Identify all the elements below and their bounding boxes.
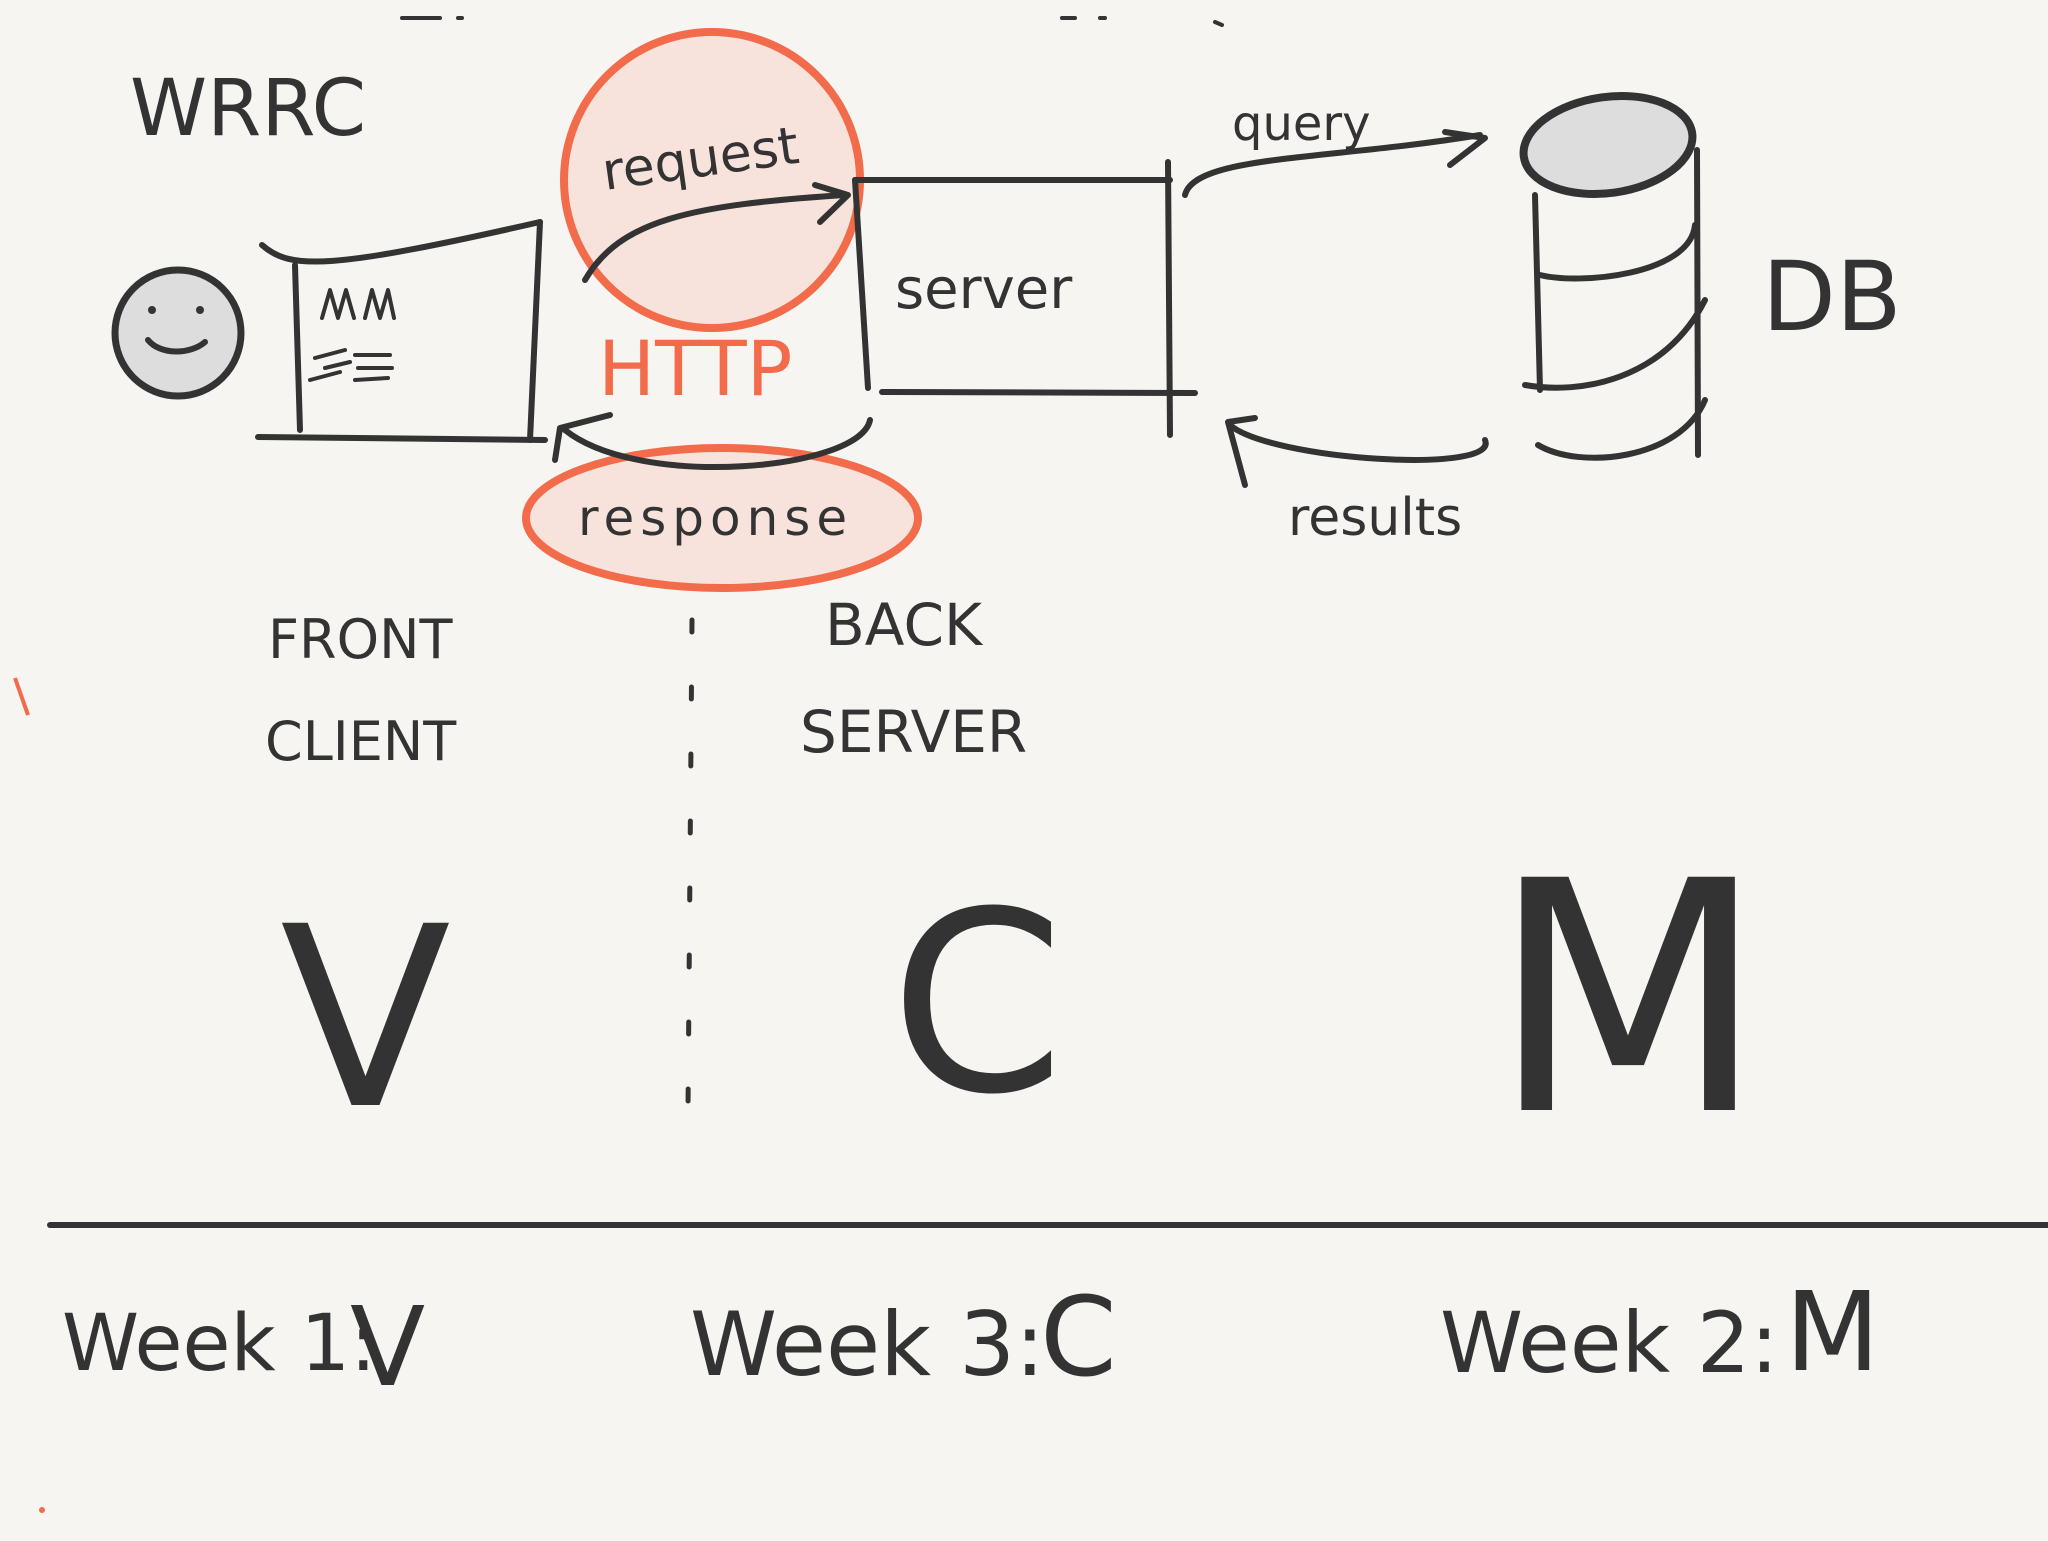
request-bubble: request <box>560 28 864 332</box>
browser-window-icon <box>255 219 548 443</box>
front-label: FRONT <box>268 608 453 671</box>
week1-letter: V <box>350 1283 425 1411</box>
response-highlight-ellipse <box>522 444 922 592</box>
title-wrrc: WRRC <box>130 64 366 154</box>
server-box-icon <box>852 159 1198 438</box>
stray-dot <box>39 1507 45 1513</box>
query-arrow <box>1182 129 1488 198</box>
mvc-letter-c: C <box>890 858 1065 1149</box>
front-back-divider <box>685 617 695 1113</box>
smiley-face-icon <box>111 266 245 400</box>
http-label: HTTP <box>598 324 793 413</box>
week2-label: Week 2: <box>1440 1294 1779 1392</box>
week3-letter: C <box>1040 1273 1117 1401</box>
query-label: query <box>1232 96 1371 152</box>
request-arrow-head-icon <box>812 182 851 225</box>
week2-letter: M <box>1785 1268 1880 1396</box>
database-cylinder-icon <box>1519 92 1708 461</box>
week3-label: Week 3: <box>690 1293 1045 1396</box>
stray-mark <box>13 677 30 716</box>
server-label: server <box>895 257 1073 322</box>
response-arrow-head-icon <box>552 412 613 463</box>
back-label: BACK <box>825 591 984 659</box>
mvc-letter-m: M <box>1490 814 1766 1186</box>
db-label: DB <box>1762 241 1902 353</box>
response-label: response <box>578 489 853 547</box>
results-arrow <box>1225 415 1489 488</box>
top-edge-marks <box>400 16 1224 27</box>
client-label: CLIENT <box>265 710 457 773</box>
request-arrow <box>582 192 848 283</box>
response-arrow <box>562 417 873 470</box>
back-server-label: SERVER <box>800 698 1027 766</box>
results-label: results <box>1288 488 1462 548</box>
response-bubble: response <box>522 412 922 592</box>
week1-label: Week 1: <box>62 1299 376 1389</box>
mvc-letter-v: V <box>280 873 451 1164</box>
